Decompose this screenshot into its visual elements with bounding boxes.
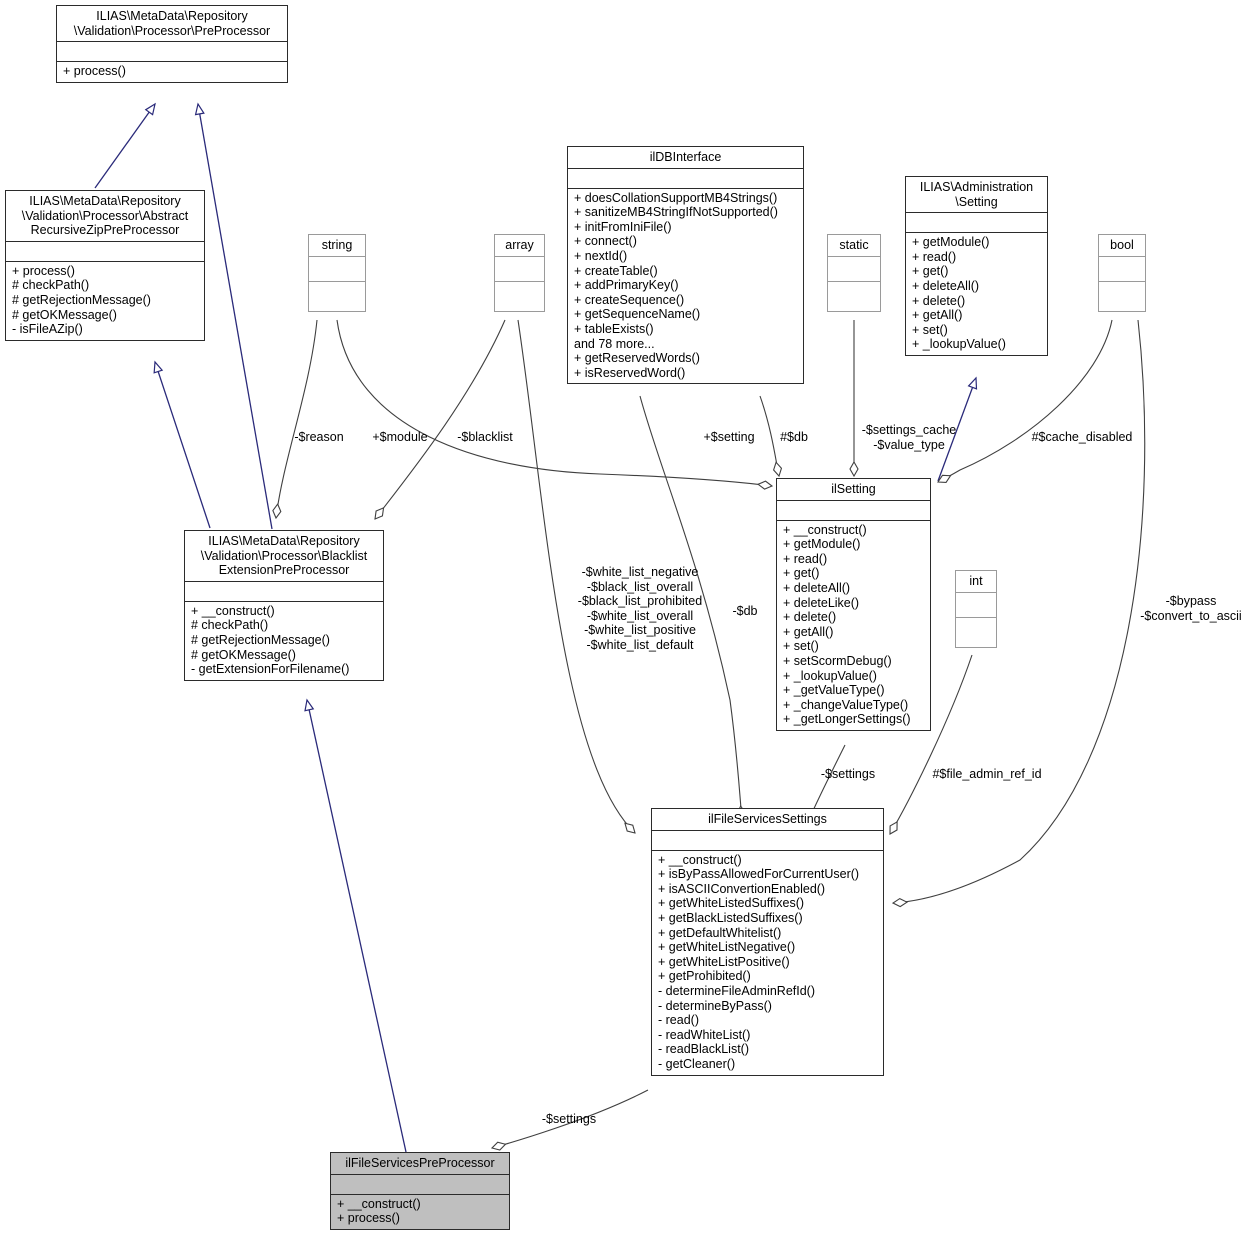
class-ilsetting-attributes bbox=[777, 501, 930, 521]
edge-blacklist-extends-preprocessor bbox=[194, 102, 273, 530]
class-ildbinterface-title: ilDBInterface bbox=[568, 147, 803, 169]
class-preprocessor-title: ILIAS\MetaData\Repository \Validation\Pr… bbox=[57, 6, 287, 43]
type-array[interactable]: array bbox=[494, 234, 545, 312]
edge-abstractzip-extends-preprocessor bbox=[94, 102, 156, 189]
class-ilfileservicessettings-title: ilFileServicesSettings bbox=[652, 809, 883, 831]
edge-array-blacklist bbox=[375, 319, 506, 519]
type-bool-operations bbox=[1099, 282, 1145, 311]
class-administration-setting-operations: + getModule() + read() + get() + deleteA… bbox=[912, 235, 1006, 352]
type-string[interactable]: string bbox=[308, 234, 366, 312]
class-preprocessor[interactable]: ILIAS\MetaData\Repository \Validation\Pr… bbox=[56, 5, 288, 83]
type-int-attributes bbox=[956, 593, 996, 618]
class-ildbinterface-operations: + doesCollationSupportMB4Strings() + san… bbox=[574, 190, 778, 380]
class-ilfileservicessettings-attributes bbox=[652, 831, 883, 851]
class-ilfileservicespreprocessor-attributes bbox=[331, 1175, 509, 1195]
type-int-title: int bbox=[956, 571, 996, 593]
edge-label-settings-bottom: -$settings bbox=[541, 1112, 597, 1126]
class-preprocessor-operations: + process() bbox=[63, 64, 126, 79]
class-administration-setting[interactable]: ILIAS\Administration \Setting + getModul… bbox=[905, 176, 1048, 356]
edge-string-reason bbox=[276, 319, 318, 518]
edge-label-file-admin-ref-id: #$file_admin_ref_id bbox=[932, 767, 1042, 781]
type-int[interactable]: int bbox=[955, 570, 997, 648]
class-abstract-recursive-zip-preprocessor-attributes bbox=[6, 242, 204, 262]
class-preprocessor-attributes bbox=[57, 42, 287, 63]
edge-label-white-black-lists: -$white_list_negative -$black_list_overa… bbox=[577, 565, 703, 652]
class-abstract-recursive-zip-preprocessor[interactable]: ILIAS\MetaData\Repository \Validation\Pr… bbox=[5, 190, 205, 341]
class-ilfileservicespreprocessor[interactable]: ilFileServicesPreProcessor + __construct… bbox=[330, 1152, 510, 1230]
type-array-operations bbox=[495, 282, 544, 311]
type-array-attributes bbox=[495, 257, 544, 282]
class-ilsetting[interactable]: ilSetting + __construct() + getModule() … bbox=[776, 478, 931, 731]
class-administration-setting-title: ILIAS\Administration \Setting bbox=[906, 177, 1047, 214]
edge-fspreprocessor-extends-blacklist bbox=[304, 698, 407, 1153]
edge-label-setting: +$setting bbox=[703, 430, 755, 444]
type-string-title: string bbox=[309, 235, 365, 257]
edge-label-blacklist: -$blacklist bbox=[457, 430, 513, 444]
edge-label-reason: -$reason bbox=[294, 430, 344, 444]
edge-label-db-mid: -$db bbox=[732, 604, 758, 618]
class-blacklist-extension-preprocessor-operations: + __construct() # checkPath() # getRejec… bbox=[191, 603, 350, 677]
class-ilsetting-title: ilSetting bbox=[777, 479, 930, 501]
type-array-title: array bbox=[495, 235, 544, 257]
class-blacklist-extension-preprocessor[interactable]: ILIAS\MetaData\Repository \Validation\Pr… bbox=[184, 530, 384, 681]
edge-label-settings-cache: -$settings_cache -$value_type bbox=[861, 423, 957, 452]
class-blacklist-extension-preprocessor-attributes bbox=[185, 582, 383, 602]
type-string-attributes bbox=[309, 257, 365, 282]
class-ilfileservicespreprocessor-title: ilFileServicesPreProcessor bbox=[331, 1153, 509, 1175]
type-int-operations bbox=[956, 618, 996, 647]
class-ilfileservicespreprocessor-operations: + __construct() + process() bbox=[337, 1196, 421, 1226]
type-string-operations bbox=[309, 282, 365, 311]
type-bool-attributes bbox=[1099, 257, 1145, 282]
class-blacklist-extension-preprocessor-title: ILIAS\MetaData\Repository \Validation\Pr… bbox=[185, 531, 383, 582]
type-bool-title: bool bbox=[1099, 235, 1145, 257]
type-static-attributes bbox=[828, 257, 880, 282]
type-static[interactable]: static bbox=[827, 234, 881, 312]
edge-blacklist-extends-abstractzip bbox=[153, 360, 211, 529]
class-ildbinterface[interactable]: ilDBInterface + doesCollationSupportMB4S… bbox=[567, 146, 804, 385]
edge-label-bypass-convert: -$bypass -$convert_to_ascii bbox=[1140, 594, 1242, 623]
edge-label-settings-mid: -$settings bbox=[820, 767, 876, 781]
class-abstract-recursive-zip-preprocessor-title: ILIAS\MetaData\Repository \Validation\Pr… bbox=[6, 191, 204, 242]
class-ilsetting-operations: + __construct() + getModule() + read() +… bbox=[783, 522, 911, 727]
edge-label-module: +$module bbox=[372, 430, 428, 444]
type-static-title: static bbox=[828, 235, 880, 257]
edge-label-db-top: #$db bbox=[780, 430, 808, 444]
type-static-operations bbox=[828, 282, 880, 311]
class-ildbinterface-attributes bbox=[568, 169, 803, 189]
edge-label-cache-disabled: #$cache_disabled bbox=[1031, 430, 1133, 444]
class-ilfileservicessettings[interactable]: ilFileServicesSettings + __construct() +… bbox=[651, 808, 884, 1076]
class-abstract-recursive-zip-preprocessor-operations: + process() # checkPath() # getRejection… bbox=[12, 263, 151, 337]
class-administration-setting-attributes bbox=[906, 213, 1047, 234]
class-ilfileservicessettings-operations: + __construct() + isByPassAllowedForCurr… bbox=[658, 852, 860, 1071]
type-bool[interactable]: bool bbox=[1098, 234, 1146, 312]
